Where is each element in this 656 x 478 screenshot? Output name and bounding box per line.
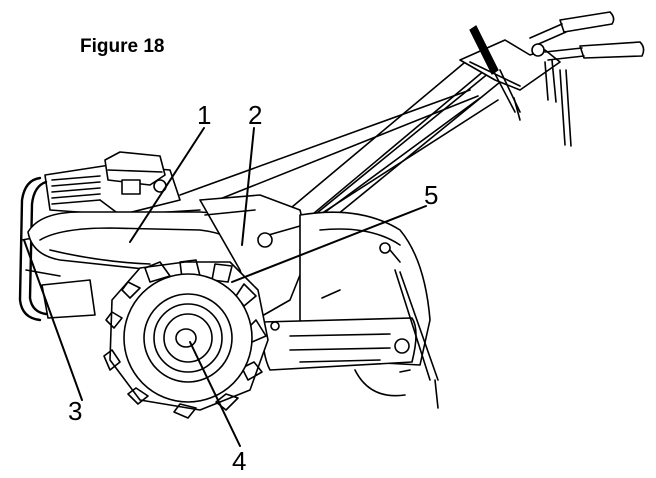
callout-1: 1 [197, 100, 211, 130]
leader-2 [241, 127, 255, 246]
engine [44, 151, 201, 216]
leader-4 [189, 341, 241, 447]
callout-labels: 1 2 3 4 5 [68, 100, 438, 476]
wheel [103, 259, 269, 419]
handlebar-assembly [179, 11, 645, 251]
leader-3 [23, 239, 83, 401]
figure-title: Figure 18 [80, 36, 165, 57]
callout-4: 4 [232, 446, 246, 476]
tine-shield [261, 211, 439, 409]
callout-leaders [23, 127, 427, 447]
callout-3: 3 [68, 396, 82, 426]
leader-1 [129, 127, 205, 243]
callout-5: 5 [424, 180, 438, 210]
callout-2: 2 [248, 100, 262, 130]
leader-5 [231, 205, 427, 283]
